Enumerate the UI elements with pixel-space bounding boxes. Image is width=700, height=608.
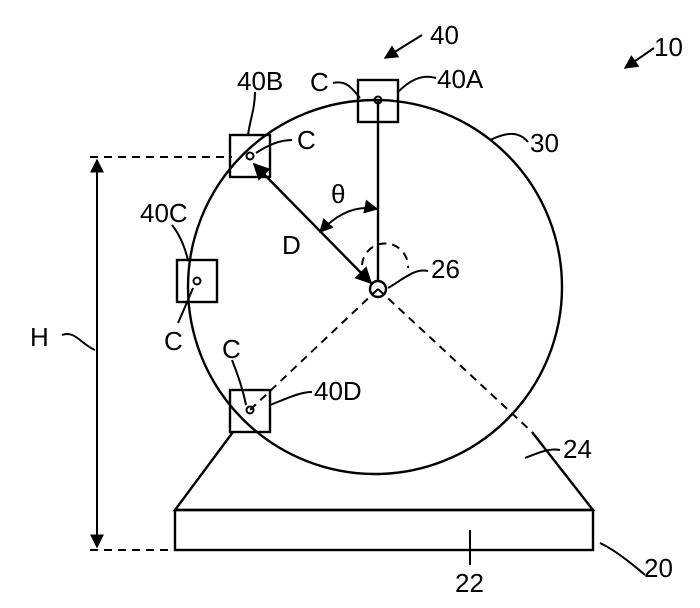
leader-20 <box>600 543 645 575</box>
label-24: 24 <box>563 434 592 464</box>
leader-40d <box>270 392 312 405</box>
carrier-40d-center <box>247 407 254 414</box>
wheel-circle <box>188 100 562 474</box>
label-d: D <box>282 230 301 260</box>
leader-40a <box>398 77 436 92</box>
base-plate <box>175 510 593 550</box>
carrier-40c <box>177 260 217 302</box>
label-40d: 40D <box>314 376 362 406</box>
leader-24 <box>525 449 560 458</box>
leader-c-40a <box>333 82 360 98</box>
label-30: 30 <box>530 128 559 158</box>
label-40: 40 <box>430 20 459 50</box>
arrow-10 <box>625 48 654 68</box>
leader-40c <box>172 225 188 260</box>
label-20: 20 <box>644 553 673 583</box>
label-c-40a: C <box>310 67 329 97</box>
label-c-40b: C <box>297 125 316 155</box>
label-c-40d: C <box>222 334 241 364</box>
label-22: 22 <box>455 568 484 598</box>
pivot-dashed-arc <box>362 243 408 268</box>
leader-40b <box>248 92 255 135</box>
carrier-40c-center <box>194 278 201 285</box>
leader-c-40b <box>256 140 292 153</box>
label-26: 26 <box>431 254 460 284</box>
label-h: H <box>30 322 49 352</box>
label-40b: 40B <box>237 66 283 96</box>
leader-c-40d <box>232 360 246 405</box>
carrier-40b-center <box>247 153 254 160</box>
leader-30 <box>490 134 528 142</box>
leader-26 <box>388 270 428 288</box>
distance-arrow <box>254 164 371 283</box>
leader-h <box>62 334 95 350</box>
arrow-40 <box>385 35 422 58</box>
label-10: 10 <box>654 32 683 62</box>
support-frame <box>175 432 593 510</box>
label-c-40c: C <box>164 326 183 356</box>
dashed-line-to-support <box>378 289 532 432</box>
carrier-40b <box>230 135 270 177</box>
label-40a: 40A <box>437 64 484 94</box>
angle-arc <box>320 208 377 232</box>
label-theta: θ <box>331 179 345 209</box>
label-40c: 40C <box>140 198 188 228</box>
